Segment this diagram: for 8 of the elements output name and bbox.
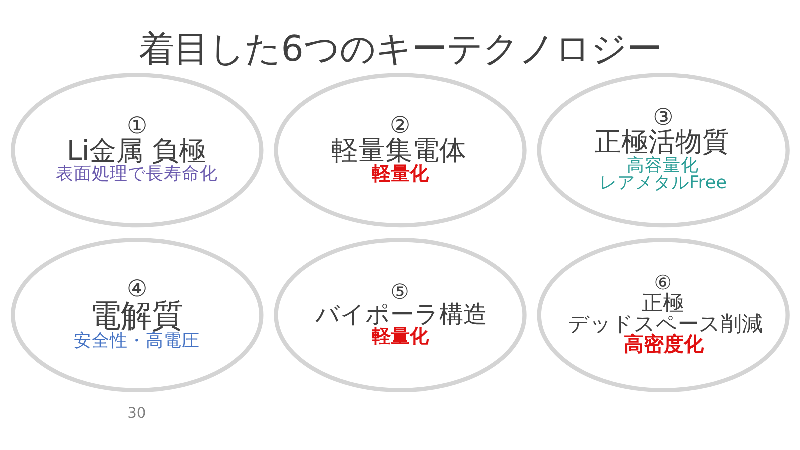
label: 30 <box>127 404 146 422</box>
node-ellipse: ① Li金属 負極 表面処理で長寿命化 <box>10 72 264 228</box>
node-ellipse: ② 軽量集電体 軽量化 <box>274 72 526 228</box>
node-ellipse: ③ 正極活物質 高容量化 レアメタルFree <box>536 72 790 228</box>
node-ellipse: ⑥ 正極 デッドスペース削減 高密度化 <box>536 238 790 392</box>
node-ellipse: ⑤ バイポーラ構造 軽量化 <box>274 238 526 392</box>
diagram-title: 着目した6つのキーテクノロジー <box>138 28 662 70</box>
node-ellipse: ④ 電解質 安全性・高電圧 <box>10 238 264 392</box>
